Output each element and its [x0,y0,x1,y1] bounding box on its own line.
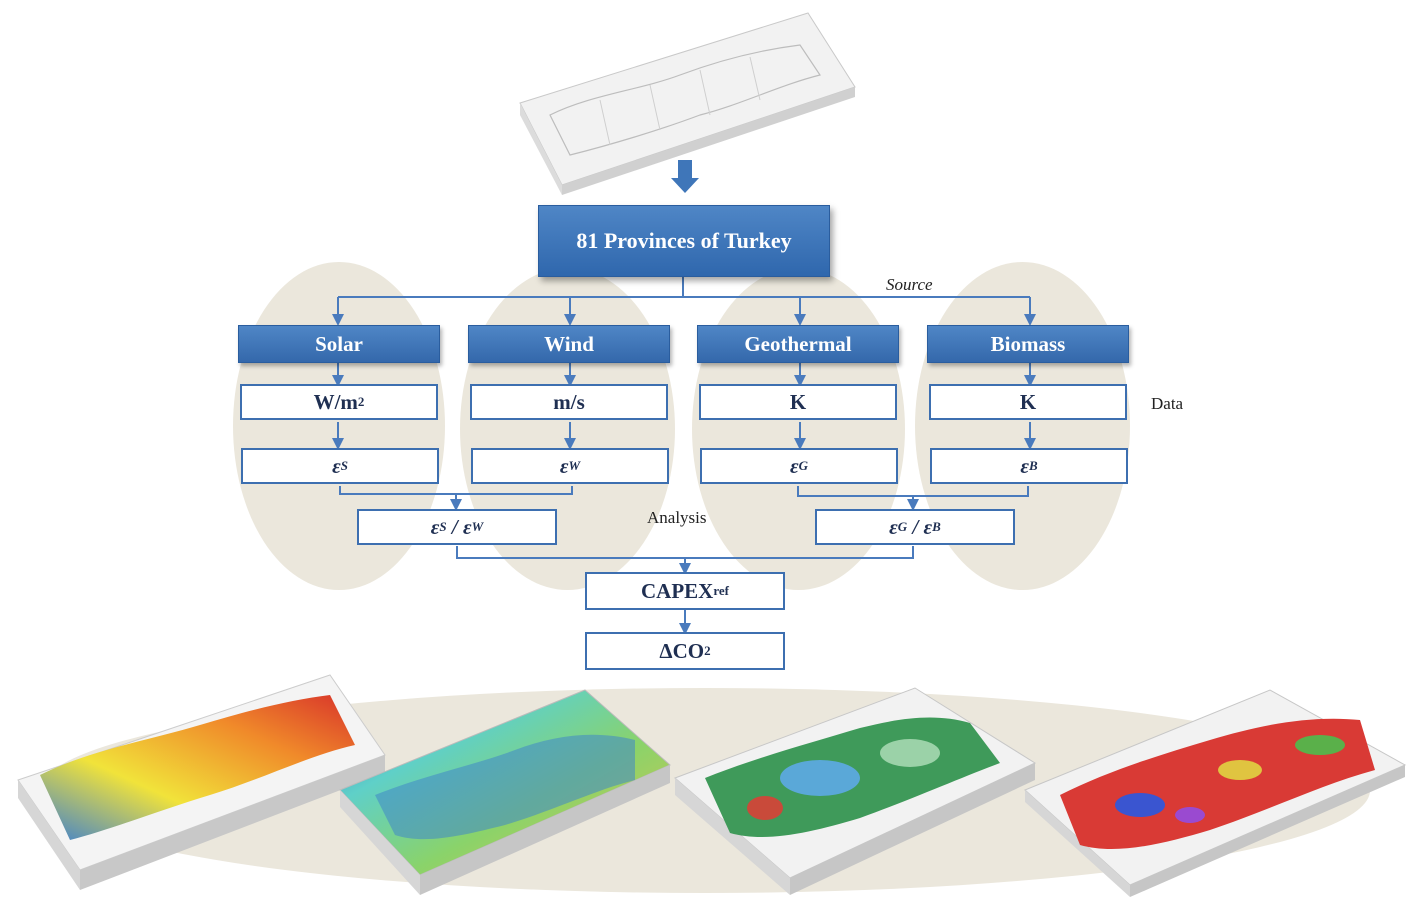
biomass-header: Biomass [927,325,1129,363]
provinces-title-box: 81 Provinces of Turkey [538,205,830,277]
biomass-unit-box: K [929,384,1127,420]
biomass-map [1024,689,1407,897]
solar-map [17,674,386,890]
geothermal-map [674,687,1037,895]
geothermal-unit-box: K [699,384,897,420]
provinces-title: 81 Provinces of Turkey [576,228,792,253]
turkey-outline-map [519,12,856,195]
analysis-label: Analysis [647,508,707,527]
wind-map [339,689,671,895]
data-label: Data [1151,394,1184,413]
geothermal-header: Geothermal [697,325,899,363]
solar-header: Solar [238,325,440,363]
wind-header: Wind [468,325,670,363]
wind-unit-box: m/s [470,384,668,420]
source-label: Source [886,275,933,294]
